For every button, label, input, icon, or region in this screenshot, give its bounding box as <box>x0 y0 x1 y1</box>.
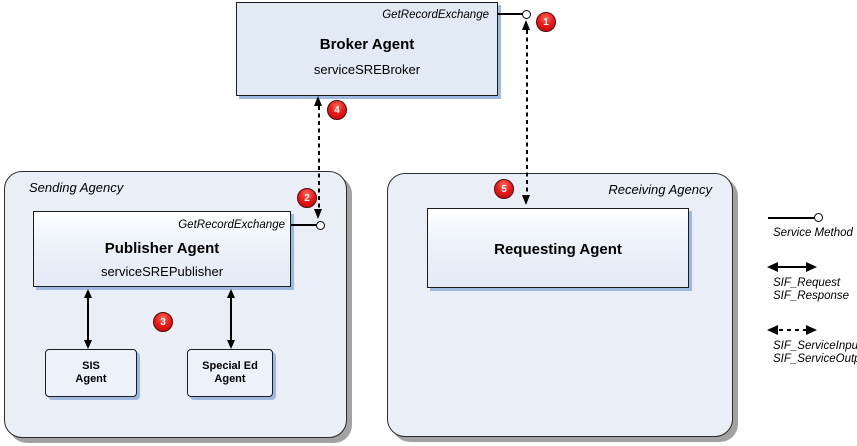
arrow-up-icon <box>227 289 235 298</box>
legend-sif-service-output: SIF_ServiceOutput <box>773 352 857 365</box>
publisher-agent-title: Publisher Agent <box>104 240 220 257</box>
receiving-agency-label: Receiving Agency <box>608 182 712 197</box>
sending-agency-label: Sending Agency <box>29 180 124 195</box>
legend-sif-request: SIF_Request <box>773 277 841 289</box>
special-ed-agent-line2: Agent <box>214 373 246 385</box>
arrow-down-icon <box>84 340 92 349</box>
legend-request-response-label: SIF_Request SIF_Response <box>773 277 849 302</box>
arrow-right-icon <box>806 325 817 335</box>
broker-method-label: GetRecordExchange <box>382 9 489 21</box>
sis-agent-box: SIS Agent <box>45 349 137 397</box>
arrow-right-icon <box>806 262 817 272</box>
step-badge-5: 5 <box>494 179 514 199</box>
arrow-down-icon <box>314 209 322 219</box>
publisher-lollipop-line <box>291 224 316 226</box>
requesting-agent-title: Requesting Agent <box>494 241 622 258</box>
legend-line <box>778 266 806 268</box>
sis-agent-label: SIS Agent <box>75 360 106 386</box>
legend-lollipop-circle-icon <box>814 213 823 222</box>
step-badge-4: 4 <box>327 100 347 120</box>
legend-sif-response: SIF_Response <box>773 289 850 302</box>
broker-lollipop-circle-icon <box>522 10 531 19</box>
arrow-up-icon <box>84 289 92 298</box>
arrow-down-icon <box>522 195 530 205</box>
arrow-up-icon <box>522 20 530 30</box>
legend-sif-service-input: SIF_ServiceInput <box>773 340 857 352</box>
solid-line <box>230 297 232 340</box>
broker-lollipop-line <box>497 13 523 15</box>
special-ed-agent-line1: Special Ed <box>202 360 258 372</box>
legend-service-io-label: SIF_ServiceInput SIF_ServiceOutput <box>773 340 857 365</box>
step-badge-3: 3 <box>153 312 173 332</box>
step-badge-2: 2 <box>297 188 317 208</box>
sis-agent-line1: SIS <box>82 360 100 372</box>
arrow-up-icon <box>314 96 322 106</box>
arrow-down-icon <box>227 340 235 349</box>
dashed-line <box>526 30 528 195</box>
legend-line <box>768 217 814 219</box>
arrow-left-icon <box>767 325 778 335</box>
broker-agent-box: GetRecordExchange Broker Agent serviceSR… <box>236 2 498 96</box>
broker-service-name: serviceSREBroker <box>313 62 421 77</box>
publisher-method-label: GetRecordExchange <box>178 219 285 231</box>
broker-agent-title: Broker Agent <box>319 36 415 53</box>
step-badge-1: 1 <box>536 12 556 32</box>
dashed-line <box>318 106 320 209</box>
legend-service-method-label: Service Method <box>773 227 853 239</box>
special-ed-agent-label: Special Ed Agent <box>202 360 258 386</box>
publisher-service-name: serviceSREPublisher <box>100 264 224 279</box>
special-ed-agent-box: Special Ed Agent <box>187 349 273 397</box>
requesting-agent-box: Requesting Agent <box>427 208 689 288</box>
solid-line <box>87 297 89 340</box>
legend-dashed-line <box>779 329 806 331</box>
arrow-left-icon <box>767 262 778 272</box>
publisher-lollipop-circle-icon <box>316 221 325 230</box>
sis-agent-line2: Agent <box>75 373 107 385</box>
publisher-agent-box: GetRecordExchange Publisher Agent servic… <box>33 211 291 287</box>
